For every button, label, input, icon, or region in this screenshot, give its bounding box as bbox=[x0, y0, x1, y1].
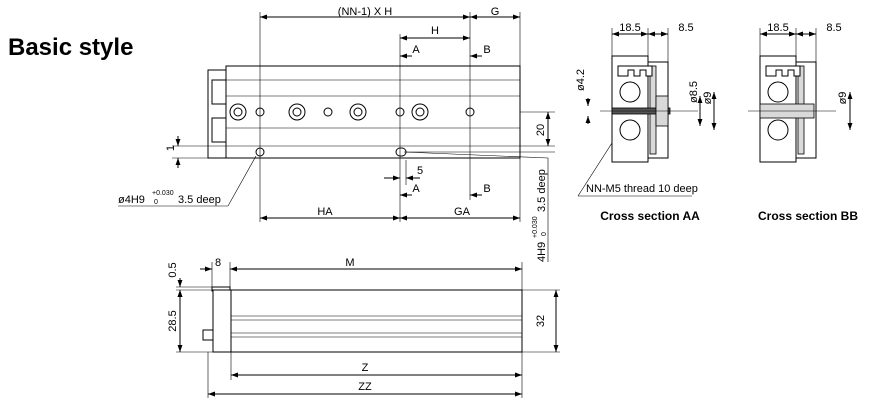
side-end-plate bbox=[212, 289, 232, 353]
dim-28-5: 28.5 bbox=[167, 310, 179, 331]
end-stopper-upper bbox=[211, 79, 227, 105]
bb-lower-bore bbox=[767, 119, 789, 141]
aa-caption: Cross section AA bbox=[600, 209, 700, 223]
aa-dim-18-5: 18.5 bbox=[619, 22, 640, 34]
thread-hole bbox=[323, 107, 333, 117]
side-view: 0.5 8 M 28.5 32 Z ZZ bbox=[167, 257, 560, 398]
side-body bbox=[230, 289, 523, 353]
dim-8: 8 bbox=[215, 257, 221, 269]
slot-callout: 4H9 +0.030 0 3.5 deep bbox=[532, 169, 548, 262]
aa-rail bbox=[617, 65, 653, 77]
aa-dim-8-5: 8.5 bbox=[678, 22, 693, 34]
dim-0-5: 0.5 bbox=[167, 262, 179, 277]
dim-b: B bbox=[483, 44, 490, 56]
slot-tol-upper: +0.030 bbox=[532, 216, 539, 238]
dim-20: 20 bbox=[535, 124, 547, 136]
dim-zz: ZZ bbox=[358, 381, 372, 393]
dim-nn-h: (NN-1) X H bbox=[338, 6, 392, 18]
hole-depth: 3.5 deep bbox=[178, 194, 221, 206]
dim-m: M bbox=[345, 257, 354, 269]
bb-caption: Cross section BB bbox=[758, 209, 858, 223]
dim-b-lower: B bbox=[483, 183, 490, 195]
dim-a: A bbox=[412, 44, 420, 56]
cross-section-aa: 18.5 8.5 ø4.2 ø8.5 ø9 Cross section AA bbox=[575, 22, 717, 223]
dim-ga: GA bbox=[454, 206, 471, 218]
hole-tol-upper: +0.030 bbox=[152, 190, 174, 197]
dim-ha: HA bbox=[317, 206, 333, 218]
dim-32: 32 bbox=[535, 315, 547, 327]
bb-dim-8-5: 8.5 bbox=[826, 22, 841, 34]
dim-1: 1 bbox=[165, 145, 177, 151]
slot-tol-lower: 0 bbox=[541, 232, 548, 236]
page-title: Basic style bbox=[8, 34, 134, 61]
dim-5: 5 bbox=[417, 165, 423, 177]
bb-upper-bore bbox=[767, 81, 789, 103]
cross-section-bb: 18.5 8.5 ø9 Cross section BB bbox=[748, 22, 858, 223]
aa-dim-4-2: ø4.2 bbox=[575, 69, 587, 91]
side-stopper bbox=[202, 329, 214, 341]
bb-dim-18-5: 18.5 bbox=[767, 22, 788, 34]
aa-lower-bore bbox=[619, 119, 641, 141]
aa-dim-d9: ø9 bbox=[702, 92, 714, 105]
slot-label: 4H9 bbox=[536, 242, 548, 262]
dim-h: H bbox=[431, 25, 439, 37]
dim-z: Z bbox=[362, 362, 369, 374]
bb-rail bbox=[765, 65, 801, 77]
hole-label: ø4H9 bbox=[118, 194, 145, 206]
aa-upper-bore bbox=[619, 81, 641, 103]
thread-label: NN-M5 thread 10 deep bbox=[586, 183, 698, 195]
slot-depth: 3.5 deep bbox=[536, 169, 548, 212]
dim-g: G bbox=[491, 6, 500, 18]
top-view: (NN-1) X H G H A B 20 1 5 A B HA GA ø4H9… bbox=[118, 6, 698, 262]
bb-dim-d9: ø9 bbox=[837, 92, 849, 105]
aa-dim-d8-5: ø8.5 bbox=[688, 81, 700, 103]
hole-callout: ø4H9 +0.030 0 3.5 deep bbox=[118, 190, 221, 206]
end-stopper-lower bbox=[211, 117, 227, 143]
dim-a-lower: A bbox=[412, 183, 420, 195]
hole-tol-lower: 0 bbox=[154, 199, 158, 206]
